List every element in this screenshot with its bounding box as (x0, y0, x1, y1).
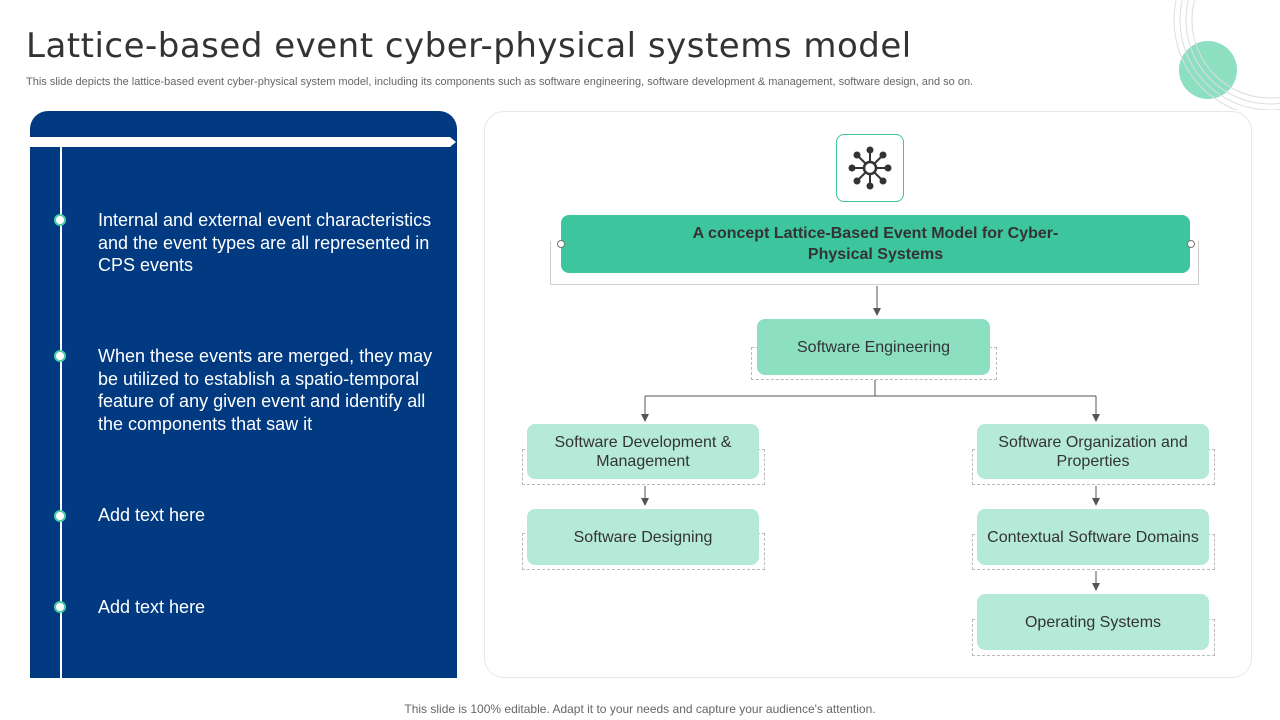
node-contextual-software-domains: Contextual Software Domains (977, 509, 1209, 565)
node-software-designing: Software Designing (527, 509, 759, 565)
root-node-handle-left (557, 240, 565, 248)
node-software-development-management: Software Development & Management (527, 424, 759, 479)
node-operating-systems: Operating Systems (977, 594, 1209, 650)
bullet-dot (56, 352, 64, 360)
bullet-text: Add text here (98, 597, 206, 617)
node-software-engineering: Software Engineering (757, 319, 990, 375)
root-node-handle-right (1187, 240, 1195, 248)
network-hub-icon (848, 146, 892, 190)
network-hub-icon-box (836, 134, 904, 202)
timeline-line (60, 147, 62, 678)
bullet-text: When these events are merged, they may b… (98, 346, 433, 434)
node-software-organization-properties: Software Organization and Properties (977, 424, 1209, 479)
bullet-panel: Internal and external event characterist… (30, 111, 457, 678)
decorative-circles (1173, 0, 1280, 110)
panel-header-band (30, 137, 456, 147)
page-subtitle: This slide depicts the lattice-based eve… (26, 76, 974, 88)
bullet-dot (56, 603, 64, 611)
root-node-frame (550, 241, 1199, 285)
bullet-dot (56, 216, 64, 224)
diagram-panel (484, 111, 1252, 678)
bullet-text: Add text here (98, 505, 206, 525)
bullet-text: Internal and external event characterist… (98, 210, 432, 275)
root-node: A concept Lattice-Based Event Model for … (561, 215, 1190, 273)
bullet-dot (56, 512, 64, 520)
page-title: Lattice-based event cyber-physical syste… (26, 26, 912, 66)
footer-note: This slide is 100% editable. Adapt it to… (404, 702, 876, 716)
